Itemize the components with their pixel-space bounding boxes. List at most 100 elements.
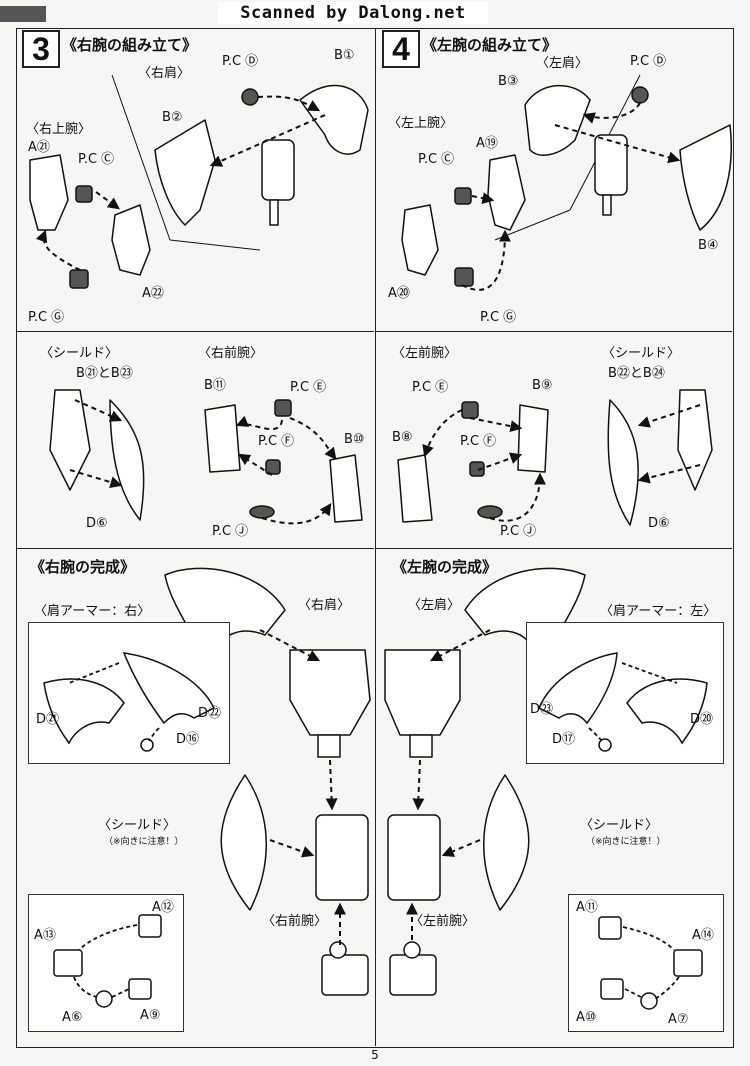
label-b8: B⑧ bbox=[392, 430, 413, 445]
assembly-arrow bbox=[261, 503, 332, 525]
assembly-arrow bbox=[461, 229, 511, 291]
part-shoulder-joint-peg bbox=[602, 194, 612, 216]
divider-right-upper bbox=[376, 331, 732, 332]
pc-d-part bbox=[631, 86, 649, 104]
step-4-number: 4 bbox=[382, 30, 420, 68]
part-d21 bbox=[43, 678, 125, 745]
part-hand bbox=[321, 954, 369, 996]
label-a7: A⑦ bbox=[668, 1012, 689, 1027]
assembly-arrow bbox=[622, 926, 675, 951]
part-b9-forearm bbox=[517, 404, 549, 473]
label-a20: A⑳ bbox=[388, 286, 410, 301]
label-b22-b24: B㉒とB㉔ bbox=[608, 366, 665, 381]
divider-left-upper bbox=[16, 331, 374, 332]
assembly-arrow bbox=[259, 629, 321, 662]
part-a20-upper-arm bbox=[401, 204, 439, 276]
label-b1: B① bbox=[334, 48, 355, 63]
shoulder-armor-detail-inset bbox=[526, 622, 724, 764]
hand-detail-inset bbox=[28, 894, 184, 1032]
label-a11: A⑪ bbox=[576, 900, 598, 915]
inset-artwork bbox=[538, 652, 708, 752]
part-b11-forearm bbox=[204, 404, 241, 473]
part-d6-shield bbox=[109, 399, 145, 521]
assembly-arrow bbox=[289, 417, 337, 460]
part-a9 bbox=[128, 978, 152, 1000]
part-a12 bbox=[138, 914, 162, 938]
label-pc-d: P.C Ⓓ bbox=[222, 54, 259, 69]
assembly-arrow bbox=[621, 662, 678, 684]
label-right-shoulder: 〈右肩〉 bbox=[138, 66, 191, 81]
pc-d-part bbox=[241, 88, 259, 106]
label-a6: A⑥ bbox=[62, 1010, 83, 1025]
label-b2: B② bbox=[162, 110, 183, 125]
callout-line bbox=[111, 74, 171, 241]
label-d16: D⑯ bbox=[176, 732, 200, 747]
assembly-arrow bbox=[469, 417, 523, 433]
label-pc-g: P.C Ⓖ bbox=[28, 310, 65, 325]
inset-artwork bbox=[53, 914, 162, 1008]
part-b21-b23-shield-inner bbox=[49, 389, 91, 491]
divider-left-lower bbox=[16, 548, 374, 549]
page-number: 5 bbox=[371, 1048, 379, 1062]
pc-c-part bbox=[454, 187, 472, 205]
label-d21: D㉑ bbox=[36, 712, 60, 727]
label-left-shoulder: 〈左肩〉 bbox=[536, 56, 589, 71]
label-d17: D⑰ bbox=[552, 732, 576, 747]
pc-e-part bbox=[461, 401, 479, 419]
assembly-arrow bbox=[237, 453, 273, 476]
label-pc-f: P.C Ⓕ bbox=[460, 434, 497, 449]
part-b3-shoulder-armor bbox=[524, 84, 591, 156]
right-arm-complete-title: 《右腕の完成》 bbox=[30, 558, 136, 576]
part-b10-forearm bbox=[329, 454, 363, 523]
label-shield: 〈シールド〉 bbox=[40, 346, 119, 361]
label-orientation-note: （※向きに注意！） bbox=[586, 837, 666, 847]
pc-j-part bbox=[477, 505, 503, 519]
label-a13: A⑬ bbox=[34, 928, 56, 943]
label-d23: D㉓ bbox=[530, 702, 554, 717]
label-pc-g: P.C Ⓖ bbox=[480, 310, 517, 325]
label-a10: A⑩ bbox=[576, 1010, 597, 1025]
step-4-title: 《左腕の組み立て》 bbox=[422, 36, 558, 54]
assembly-arrow bbox=[235, 415, 283, 431]
label-d6: D⑥ bbox=[86, 516, 108, 531]
part-b4-shoulder-armor bbox=[679, 124, 732, 231]
assembly-arrow bbox=[654, 976, 680, 1000]
label-left-upper-arm: 〈左上腕〉 bbox=[388, 116, 454, 131]
label-b4: B④ bbox=[698, 238, 719, 253]
inset-artwork bbox=[598, 916, 703, 1010]
part-hand-ball bbox=[403, 941, 421, 959]
label-a19: A⑲ bbox=[476, 136, 498, 151]
label-left-shoulder: 〈左肩〉 bbox=[408, 598, 461, 613]
part-shoulder-joint bbox=[594, 134, 628, 196]
label-b11: B⑪ bbox=[204, 378, 226, 393]
label-orientation-note: （※向きに注意！） bbox=[104, 837, 184, 847]
part-shoulder-block bbox=[289, 649, 371, 736]
part-d17 bbox=[598, 738, 612, 752]
part-shoulder-joint-peg bbox=[269, 199, 279, 226]
label-a22: A㉒ bbox=[142, 286, 164, 301]
assembly-arrow bbox=[35, 229, 81, 271]
assembly-arrow bbox=[209, 114, 326, 167]
callout-line bbox=[169, 239, 261, 251]
inset-artwork bbox=[43, 652, 216, 752]
label-shield: 〈シールド〉 bbox=[98, 818, 177, 833]
label-b3: B③ bbox=[498, 74, 519, 89]
assembly-arrow bbox=[489, 472, 546, 522]
left-arm-complete-title: 《左腕の完成》 bbox=[392, 558, 498, 576]
divider-right-lower bbox=[376, 548, 732, 549]
center-divider bbox=[375, 28, 376, 1046]
part-shoulder-joint bbox=[261, 139, 295, 201]
label-left-forearm: 〈左前腕〉 bbox=[392, 346, 458, 361]
label-b9: B⑨ bbox=[532, 378, 553, 393]
assembly-arrow bbox=[471, 192, 495, 205]
part-forearm-block bbox=[387, 814, 441, 901]
part-a14 bbox=[673, 949, 703, 977]
label-b10: B⑩ bbox=[344, 432, 365, 447]
part-d16 bbox=[140, 738, 154, 752]
part-elbow-joint bbox=[409, 734, 433, 758]
label-d6: D⑥ bbox=[648, 516, 670, 531]
part-d22 bbox=[122, 652, 216, 725]
assembly-arrow bbox=[441, 839, 481, 857]
part-b2-shoulder-armor bbox=[154, 119, 216, 226]
pc-j-part bbox=[249, 505, 275, 519]
